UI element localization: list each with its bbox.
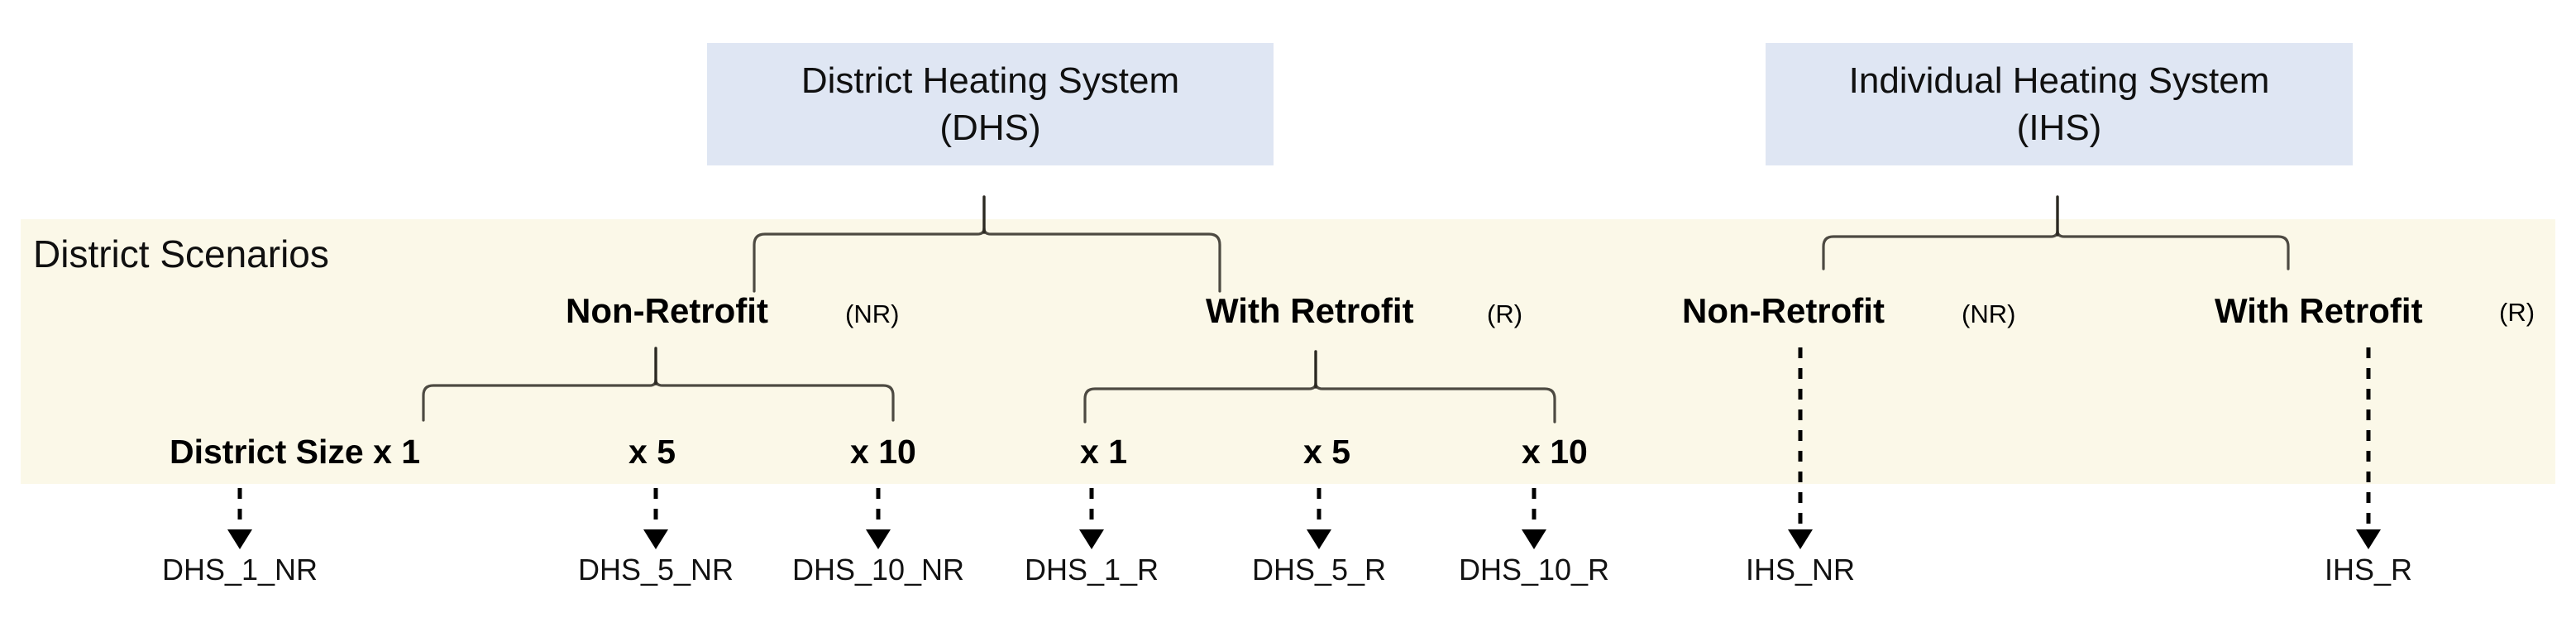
group-abbr-ihs-non-retrofit: (NR) bbox=[1962, 299, 2016, 328]
arrow-dhs-1-r bbox=[1079, 488, 1104, 549]
dhs-box-line2: (DHS) bbox=[939, 108, 1041, 148]
group-abbr-dhs-with-retrofit: (R) bbox=[1487, 299, 1523, 328]
case-label-ihs-nr: IHS_NR bbox=[1745, 553, 1856, 587]
size-label-dhs-r-x10: x 10 bbox=[1522, 433, 1588, 471]
size-label-dhs-r-x1: x 1 bbox=[1080, 433, 1127, 471]
case-label-dhs-10-r: DHS_10_R bbox=[1458, 553, 1610, 587]
group-label-ihs-non-retrofit: Non-Retrofit bbox=[1682, 291, 1885, 330]
ihs-box-line2: (IHS) bbox=[2016, 108, 2102, 148]
case-label-dhs-1-nr: DHS_1_NR bbox=[161, 553, 318, 587]
size-label-dhs-r-x5: x 5 bbox=[1303, 433, 1350, 471]
case-label-dhs-1-r: DHS_1_R bbox=[1024, 553, 1159, 587]
group-label-ihs-with-retrofit: With Retrofit bbox=[2215, 291, 2423, 330]
group-abbr-ihs-with-retrofit: (R) bbox=[2499, 298, 2535, 327]
page-title: District Scenarios bbox=[33, 232, 329, 275]
group-label-dhs-non-retrofit: Non-Retrofit bbox=[566, 291, 768, 330]
arrow-dhs-5-r bbox=[1307, 488, 1331, 549]
size-label-dhs-nr-x5: x 5 bbox=[628, 433, 676, 471]
case-label-dhs-5-r: DHS_5_R bbox=[1251, 553, 1387, 587]
size-label-dhs-nr-x10: x 10 bbox=[850, 433, 916, 471]
case-label-ihs-r: IHS_R bbox=[2324, 553, 2413, 587]
arrow-dhs-1-nr bbox=[227, 488, 252, 549]
arrow-dhs-10-r bbox=[1522, 488, 1546, 549]
group-abbr-dhs-non-retrofit: (NR) bbox=[845, 299, 900, 328]
case-label-dhs-10-nr: DHS_10_NR bbox=[791, 553, 965, 587]
dhs-box-line1: District Heating System bbox=[801, 60, 1180, 101]
group-label-dhs-with-retrofit: With Retrofit bbox=[1206, 291, 1414, 330]
arrow-dhs-10-nr bbox=[866, 488, 891, 549]
ihs-box-line1: Individual Heating System bbox=[1848, 60, 2270, 101]
case-label-dhs-5-nr: DHS_5_NR bbox=[577, 553, 734, 587]
district-heating-system-box: District Heating System (DHS) bbox=[707, 43, 1274, 165]
arrow-dhs-5-nr bbox=[643, 488, 668, 549]
size-label-dhs-nr-x1: District Size x 1 bbox=[170, 433, 421, 471]
individual-heating-system-box: Individual Heating System (IHS) bbox=[1766, 43, 2353, 165]
